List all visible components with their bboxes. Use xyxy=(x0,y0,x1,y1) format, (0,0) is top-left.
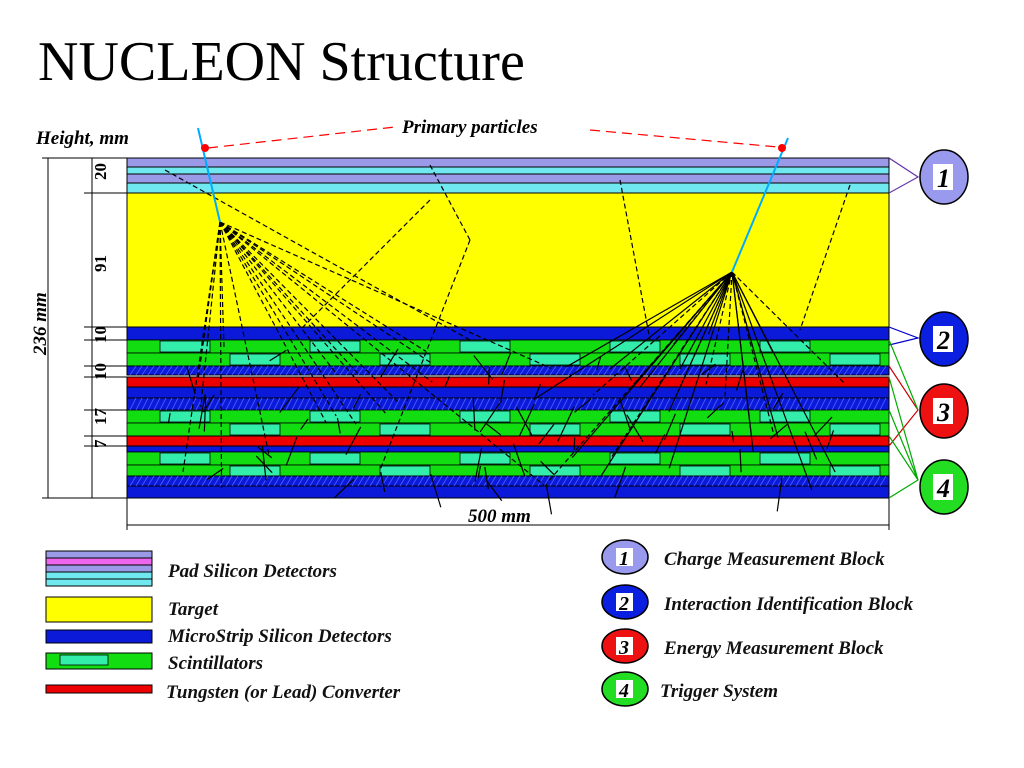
legend-label: Trigger System xyxy=(660,681,778,702)
dim-label: 7 xyxy=(91,439,110,448)
block-number: 2 xyxy=(618,593,629,615)
block-circle-2: 2 xyxy=(919,311,969,367)
microstrip-layer xyxy=(126,445,890,453)
legend-label: Tungsten (or Lead) Converter xyxy=(166,682,401,703)
legend-label: Charge Measurement Block xyxy=(664,549,885,570)
dim-label: 10 xyxy=(91,326,110,343)
scintillator-strip xyxy=(309,410,361,423)
scintillator-strip xyxy=(829,465,881,478)
legend-label: Target xyxy=(168,599,219,620)
pad-silicon-layer xyxy=(126,173,890,184)
block-number: 4 xyxy=(618,680,629,702)
block-number: 4 xyxy=(936,474,950,503)
target-layer xyxy=(126,192,890,328)
dimension-lines xyxy=(42,157,890,530)
scintillator-strip xyxy=(829,353,881,366)
total-height-label: 236 mm xyxy=(30,292,51,356)
scintillator-strip xyxy=(829,423,881,436)
width-label: 500 mm xyxy=(468,506,531,527)
dim-label: 91 xyxy=(91,255,110,272)
scintillator-strip xyxy=(379,423,431,436)
legend-label: Scintillators xyxy=(168,653,263,674)
block-number: 2 xyxy=(936,326,950,355)
block-number: 1 xyxy=(937,164,950,193)
block-number: 1 xyxy=(619,548,629,570)
scintillator-strip xyxy=(159,340,211,353)
legend-block-4: 4 Trigger System xyxy=(601,671,778,707)
scintillator-strip xyxy=(379,465,431,478)
primary-particles-annotation: Primary particles xyxy=(197,117,789,273)
dim-label: 20 xyxy=(91,163,110,180)
scintillator-strip xyxy=(159,410,211,423)
scintillator-strip xyxy=(229,423,281,436)
scintillator-strip xyxy=(759,452,811,465)
scintillator-strip xyxy=(679,423,731,436)
scintillator-strip xyxy=(529,465,581,478)
scintillator-strip xyxy=(309,340,361,353)
legend-label: Energy Measurement Block xyxy=(663,638,884,659)
block-number: 3 xyxy=(618,637,629,659)
particle-tracks xyxy=(164,164,851,515)
scintillator-strip xyxy=(459,340,511,353)
scintillator-strip xyxy=(309,452,361,465)
dim-label: 17 xyxy=(91,408,110,426)
converter-layer xyxy=(126,435,890,447)
legend-item-target: Target xyxy=(45,596,219,623)
legend-item-converter: Tungsten (or Lead) Converter xyxy=(45,682,401,703)
dim-label: 10 xyxy=(91,363,110,380)
block-connectors xyxy=(888,157,921,499)
layer-legend: Pad Silicon Detectors Target MicroStrip … xyxy=(45,550,401,703)
block-number: 3 xyxy=(936,398,950,427)
legend-item-microstrip: MicroStrip Silicon Detectors xyxy=(45,626,392,647)
scintillator-strip xyxy=(609,340,661,353)
legend-label: Interaction Identification Block xyxy=(663,594,914,615)
scintillator-strip xyxy=(379,353,431,366)
block-circle-4: 4 xyxy=(919,459,969,515)
legend-label: MicroStrip Silicon Detectors xyxy=(167,626,392,647)
legend-block-2: 2 Interaction Identification Block xyxy=(601,584,914,620)
height-label: Height, mm xyxy=(35,128,129,149)
block-circle-1: 1 xyxy=(919,149,969,205)
scintillator-strip xyxy=(459,452,511,465)
legend-item-scintillators: Scintillators xyxy=(45,652,263,674)
detector-stack xyxy=(126,157,890,499)
scintillator-strip xyxy=(229,465,281,478)
scintillator-strip xyxy=(679,465,731,478)
legend-label: Pad Silicon Detectors xyxy=(167,561,337,582)
scintillator-strip xyxy=(159,452,211,465)
scintillator-strip xyxy=(229,353,281,366)
converter-layer xyxy=(126,376,890,388)
microstrip-layer xyxy=(126,326,890,341)
pad-silicon-layer xyxy=(126,182,890,194)
legend-block-1: 1 Charge Measurement Block xyxy=(601,539,885,575)
primary-particles-label: Primary particles xyxy=(401,117,538,138)
legend-item-pad-silicon: Pad Silicon Detectors xyxy=(45,550,337,587)
legend-block-3: 3 Energy Measurement Block xyxy=(601,628,884,664)
block-circle-3: 3 xyxy=(919,383,969,439)
pad-silicon-layer xyxy=(126,157,890,168)
scintillator-strip xyxy=(679,353,731,366)
scintillator-strip xyxy=(459,410,511,423)
scintillator-strip xyxy=(609,452,661,465)
scintillator-strip xyxy=(529,423,581,436)
block-legend: 1 Charge Measurement Block 2 Interaction… xyxy=(601,539,914,707)
microstrip-layer xyxy=(126,485,890,499)
page-title: NUCLEON Structure xyxy=(38,31,525,93)
scintillator-strip xyxy=(759,340,811,353)
